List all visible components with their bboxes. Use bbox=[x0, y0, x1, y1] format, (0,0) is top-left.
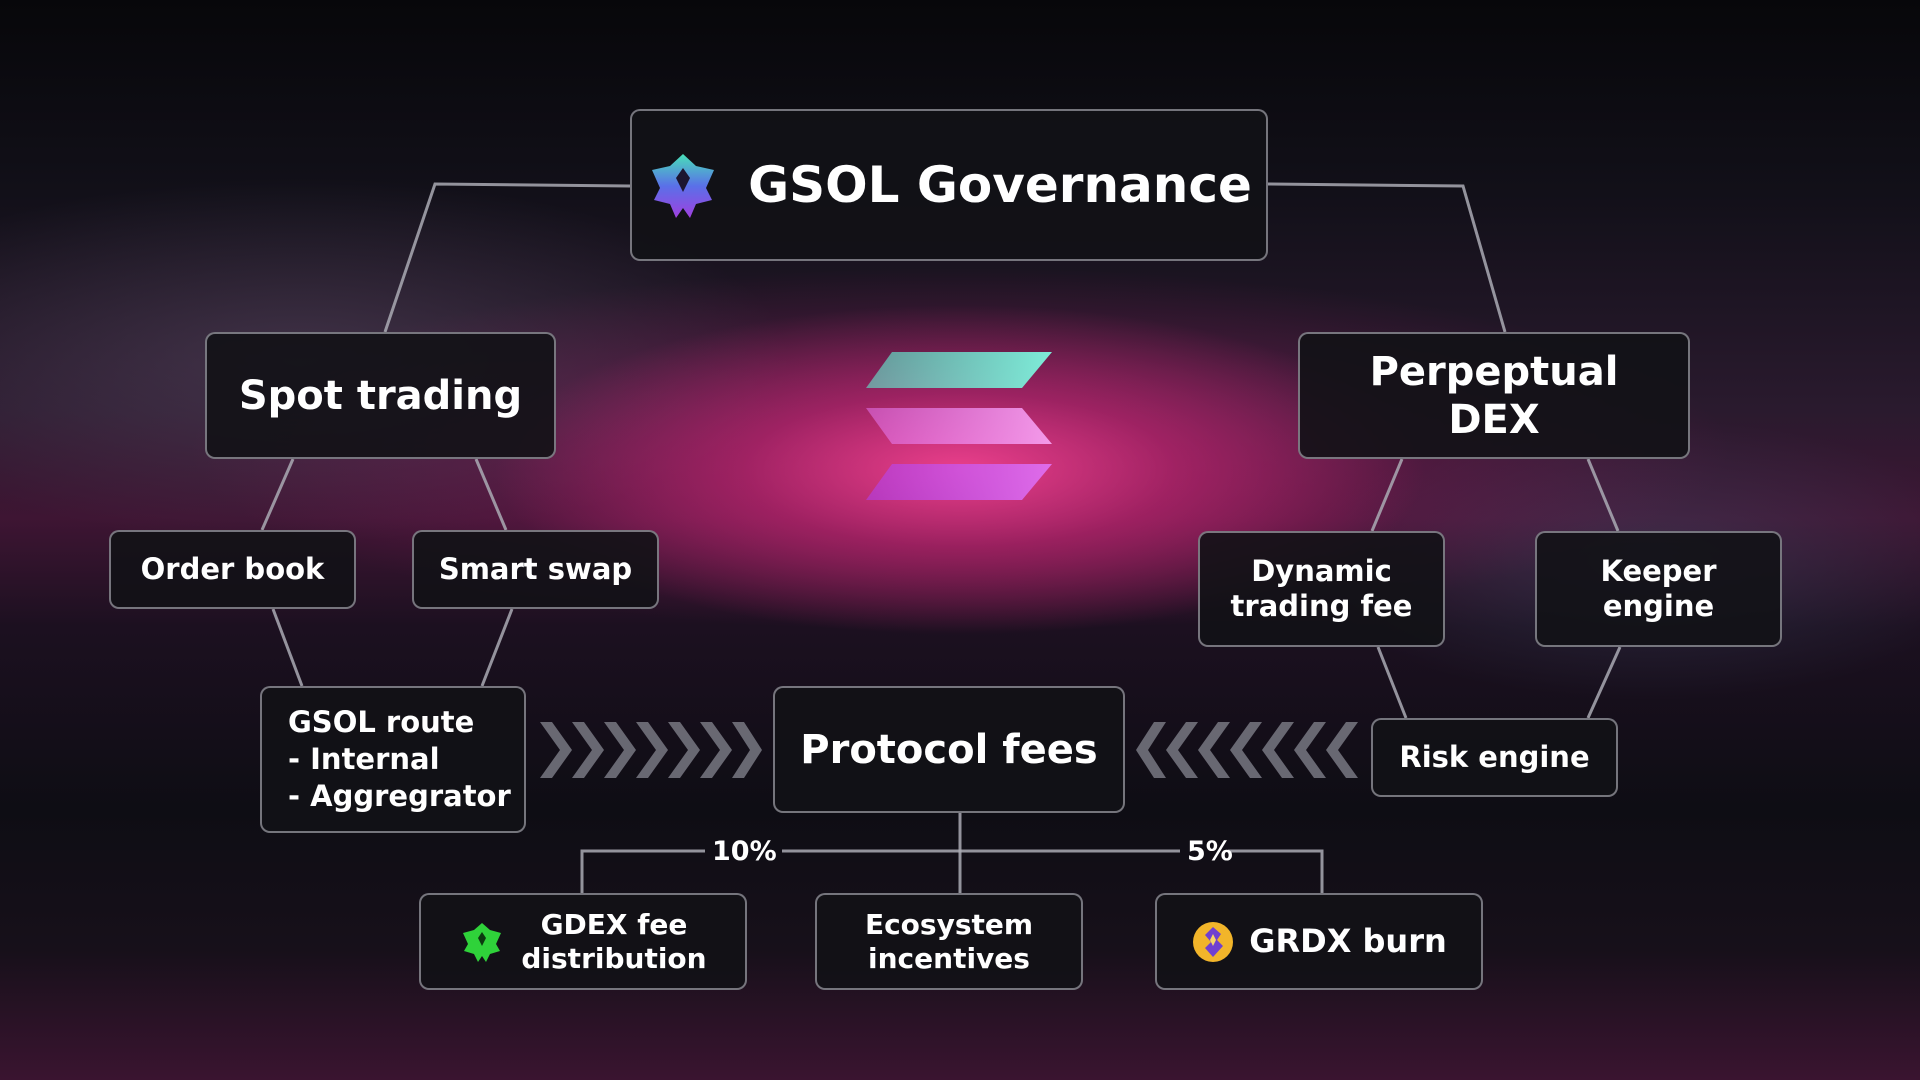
gsol-governance-title: GSOL Governance bbox=[748, 156, 1252, 214]
keeper-engine-label: Keeper engine bbox=[1600, 554, 1717, 623]
smart-swap-node: Smart swap bbox=[412, 530, 659, 609]
chevrons-left-icon bbox=[1136, 722, 1358, 778]
gsol-route-label: GSOL route - Internal - Aggregrator bbox=[288, 704, 511, 814]
chevrons-right-icon bbox=[540, 722, 762, 778]
spot-trading-node: Spot trading bbox=[205, 332, 556, 459]
grdx-burn-node: GRDX burn bbox=[1155, 893, 1483, 990]
connector-dyn-risk bbox=[1376, 646, 1408, 719]
eagle-logo-icon bbox=[652, 154, 715, 218]
ecosystem-incentives-node: Ecosystem incentives bbox=[815, 893, 1083, 990]
connector-smart-route bbox=[480, 608, 514, 687]
keeper-engine-node: Keeper engine bbox=[1535, 531, 1782, 647]
gsol-governance-node: GSOL Governance bbox=[630, 109, 1268, 261]
smart-swap-label: Smart swap bbox=[438, 552, 633, 587]
connector-perp-dyn bbox=[1370, 458, 1404, 532]
order-book-label: Order book bbox=[140, 552, 325, 587]
protocol-fees-label: Protocol fees bbox=[800, 726, 1098, 773]
perpetual-dex-node: Perpeptual DEX bbox=[1298, 332, 1690, 459]
risk-engine-node: Risk engine bbox=[1371, 718, 1618, 797]
solana-logo-icon bbox=[866, 352, 1052, 500]
connector-gov-perp bbox=[1267, 182, 1507, 333]
ecosystem-incentives-label: Ecosystem incentives bbox=[864, 907, 1034, 975]
dynamic-trading-fee-label: Dynamic trading fee bbox=[1230, 554, 1413, 623]
connector-keeper-risk bbox=[1586, 646, 1622, 719]
grdx-burn-label: GRDX burn bbox=[1249, 922, 1447, 961]
connector-spot-smart bbox=[474, 458, 508, 531]
gsol-route-node: GSOL route - Internal - Aggregrator bbox=[260, 686, 526, 833]
risk-engine-label: Risk engine bbox=[1399, 740, 1590, 775]
gdex-fee-distribution-node: GDEX fee distribution bbox=[419, 893, 747, 990]
green-eagle-icon bbox=[463, 922, 502, 962]
dynamic-trading-fee-node: Dynamic trading fee bbox=[1198, 531, 1445, 647]
connector-spot-order bbox=[260, 458, 295, 531]
connector-fees-grdx bbox=[1228, 849, 1324, 893]
order-book-node: Order book bbox=[109, 530, 356, 609]
spot-trading-label: Spot trading bbox=[238, 372, 523, 419]
protocol-fees-node: Protocol fees bbox=[773, 686, 1125, 813]
perpetual-dex-label: Perpeptual DEX bbox=[1369, 348, 1619, 443]
connector-perp-keeper bbox=[1586, 458, 1620, 532]
grdx-coin-icon bbox=[1193, 921, 1234, 962]
gdex-fee-distribution-label: GDEX fee distribution bbox=[521, 907, 707, 975]
connector-gov-spot bbox=[383, 182, 631, 333]
percent-5-label: 5% bbox=[1187, 836, 1233, 867]
connector-fees-gdex bbox=[580, 849, 705, 893]
connector-order-route bbox=[271, 608, 304, 687]
percent-10-label: 10% bbox=[712, 836, 777, 867]
